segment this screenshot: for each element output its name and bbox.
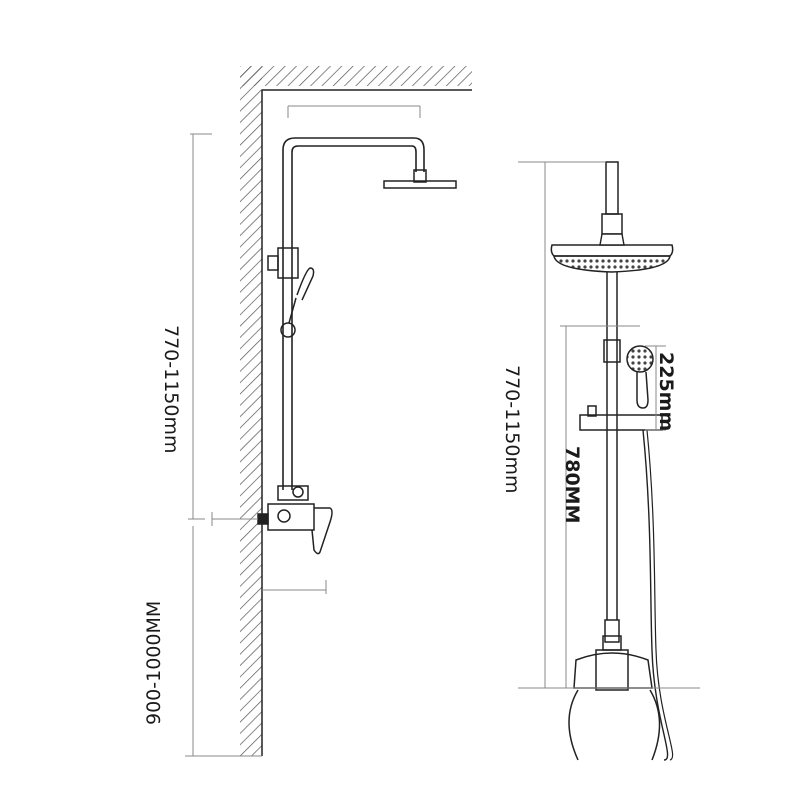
- rail-height-dimension: [560, 325, 640, 688]
- rail-height-label: 780MM: [561, 446, 583, 523]
- right-height-label: 770-1150mm: [501, 365, 523, 494]
- height-dimension-right: [518, 161, 700, 689]
- hand-shower-front: [603, 339, 654, 409]
- lower-fitting: [604, 619, 620, 643]
- riser-and-arm: [282, 137, 425, 490]
- wall: [240, 66, 472, 756]
- shelf: [579, 405, 663, 431]
- connection-marker: [188, 512, 258, 526]
- height-dimension-left: [190, 133, 212, 519]
- rain-shower-head: [550, 233, 674, 273]
- top-pipe: [601, 161, 623, 235]
- side-view: 770-1150mm 900-1000MM: [143, 66, 472, 757]
- left-height-label: 770-1150mm: [160, 325, 182, 454]
- front-view: 770-1150mm 780MM 225mm: [501, 161, 700, 761]
- hand-shower-side: [267, 247, 315, 338]
- hand-shower-dimension: [645, 345, 666, 431]
- shower-head-side: [383, 169, 457, 189]
- arm-projection-dimension: [287, 105, 421, 118]
- hose: [642, 429, 669, 761]
- valve-depth-dimension: [262, 580, 327, 594]
- hand-shower-label: 225mm: [655, 352, 677, 431]
- mixer-body-front: [568, 635, 661, 761]
- front-riser: [606, 272, 618, 620]
- mount-height-dimension: [185, 526, 262, 757]
- mixer-valve-side: [257, 485, 333, 555]
- mount-height-label: 900-1000MM: [143, 601, 165, 725]
